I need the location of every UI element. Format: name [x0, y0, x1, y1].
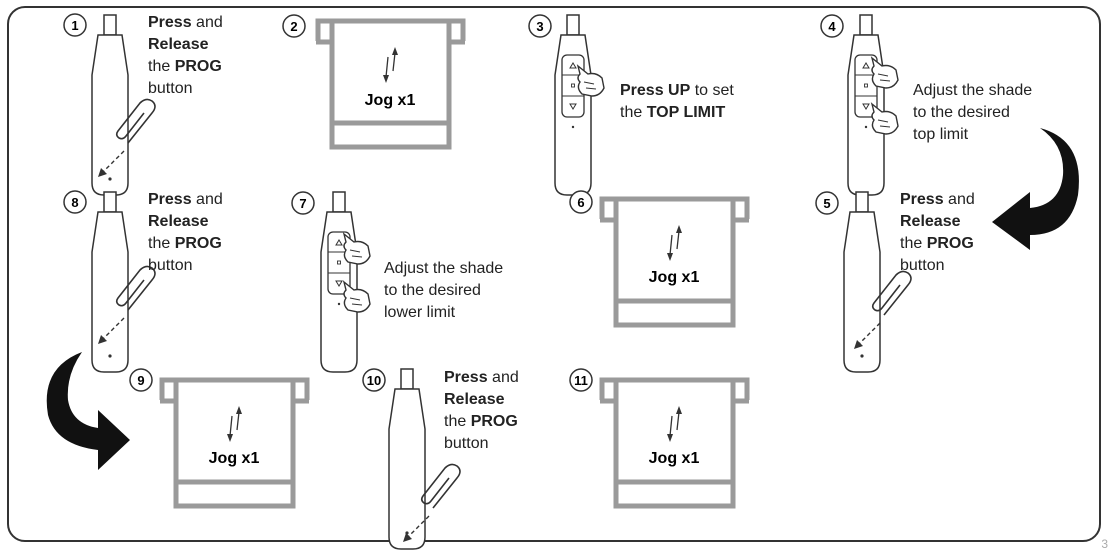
svg-text:6: 6	[577, 195, 584, 210]
step-8-the: the	[148, 235, 175, 252]
step-7-line2: to the desired	[384, 282, 481, 299]
hand-4-down	[871, 103, 899, 135]
step-7-line3: lower limit	[384, 304, 456, 321]
remote-prog-1	[91, 14, 129, 196]
step-4-instructions: Adjust the shade to the desired top limi…	[913, 80, 1032, 146]
step-1-bold-press: Press	[148, 14, 192, 31]
step-3-number: 3	[528, 14, 552, 38]
step-4-number: 4	[820, 14, 844, 38]
step-10-number: 10	[362, 368, 386, 392]
step-6-number: 6	[569, 190, 593, 214]
step-4-line2: to the desired	[913, 104, 1010, 121]
curved-arrow-right	[992, 128, 1079, 250]
svg-text:5: 5	[823, 196, 830, 211]
step-8-number: 8	[63, 190, 87, 214]
step-5-and: and	[943, 191, 975, 208]
step-5-button: button	[900, 257, 945, 274]
step-8-instructions: Press and Release the PROG button	[148, 189, 223, 277]
step-3-to-set: to set	[690, 82, 734, 99]
shade-2	[316, 21, 465, 147]
step-3-instructions: Press UP to set the TOP LIMIT	[620, 80, 734, 124]
step-1-instructions: Press and Release the PROG button	[148, 12, 223, 100]
step-5-bold-press: Press	[900, 191, 944, 208]
step-5-instructions: Press and Release the PROG button	[900, 189, 975, 277]
step-8-bold-prog: PROG	[174, 235, 222, 252]
svg-text:4: 4	[828, 19, 836, 34]
step-1-the: the	[148, 58, 175, 75]
svg-text:9: 9	[137, 373, 144, 388]
step-2-number: 2	[282, 14, 306, 38]
step-10-and: and	[487, 369, 519, 386]
step-4-line3: top limit	[913, 126, 969, 143]
step-10-bold-release: Release	[444, 391, 505, 408]
step-3-top-limit: TOP LIMIT	[646, 104, 726, 121]
step-10-the: the	[444, 413, 471, 430]
svg-text:2: 2	[290, 19, 297, 34]
shade-label-6: Jog x1	[649, 269, 700, 286]
step-5-bold-release: Release	[900, 213, 961, 230]
step-9-number: 9	[129, 368, 153, 392]
remote-prog-10	[388, 368, 426, 550]
shade-11	[600, 380, 749, 506]
svg-text:1: 1	[71, 18, 78, 33]
step-7-instructions: Adjust the shade to the desired lower li…	[384, 258, 503, 324]
remote-buttons-4	[847, 14, 885, 196]
step-3-bold-press-up: Press UP	[620, 82, 691, 99]
page-number: 3	[1101, 537, 1108, 551]
shade-label-9: Jog x1	[209, 450, 260, 467]
step-3-the: the	[620, 104, 647, 121]
svg-text:11: 11	[574, 373, 588, 388]
step-1-bold-release: Release	[148, 36, 209, 53]
step-8-button: button	[148, 257, 193, 274]
step-1-bold-prog: PROG	[174, 58, 222, 75]
remote-buttons-3	[554, 14, 592, 196]
remote-prog-8	[91, 191, 129, 373]
diagram-frame	[7, 6, 1101, 542]
svg-text:7: 7	[299, 196, 306, 211]
svg-text:8: 8	[71, 195, 78, 210]
curved-arrow-left	[46, 352, 130, 470]
shade-label-2: Jog x1	[365, 92, 416, 109]
svg-text:3: 3	[536, 19, 543, 34]
step-5-bold-prog: PROG	[926, 235, 974, 252]
shade-9	[160, 380, 309, 506]
step-7-line1: Adjust the shade	[384, 260, 504, 277]
step-1-and: and	[191, 14, 223, 31]
step-11-number: 11	[569, 368, 593, 392]
hand-7-up	[343, 233, 371, 265]
step-10-instructions: Press and Release the PROG button	[444, 367, 519, 455]
hand-4-up	[871, 57, 899, 89]
step-5-the: the	[900, 235, 927, 252]
step-10-bold-press: Press	[444, 369, 488, 386]
step-10-button: button	[444, 435, 489, 452]
step-4-line1: Adjust the shade	[913, 82, 1033, 99]
step-8-and: and	[191, 191, 223, 208]
step-1-number: 1	[63, 13, 87, 37]
step-1-button: button	[148, 80, 193, 97]
step-5-number: 5	[815, 191, 839, 215]
step-10-bold-prog: PROG	[470, 413, 518, 430]
step-7-number: 7	[291, 191, 315, 215]
step-8-bold-press: Press	[148, 191, 192, 208]
remote-buttons-7	[320, 191, 358, 373]
shade-6	[600, 199, 749, 325]
shade-label-11: Jog x1	[649, 450, 700, 467]
svg-text:10: 10	[367, 373, 381, 388]
step-8-bold-release: Release	[148, 213, 209, 230]
